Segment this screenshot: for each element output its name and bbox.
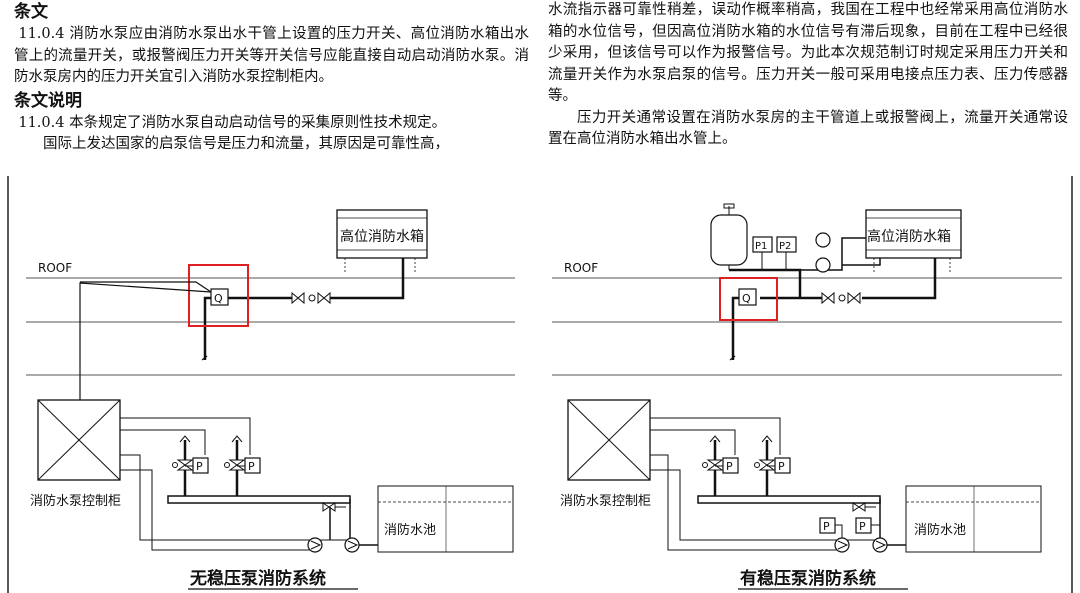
high-water-tank-right xyxy=(865,209,962,272)
check-valve-symbol xyxy=(291,291,331,305)
clause-heading: 条文 xyxy=(14,2,48,22)
pressure-tank-vessel xyxy=(710,203,748,270)
cabinet-label-right: 消防水泵控制柜 xyxy=(560,493,651,509)
fire-pool-right xyxy=(905,485,1042,553)
pressure-label-right-1: P xyxy=(726,460,733,473)
cabinet-label-left: 消防水泵控制柜 xyxy=(30,493,121,509)
flow-switch-highlight xyxy=(188,264,249,327)
pressure-label-right-3: P xyxy=(823,520,830,533)
left-text-column: 条文 11.0.4 消防水泵应由消防水泵出水干管上设置的压力开关、高位消防水箱出… xyxy=(14,0,529,156)
pump-control-cabinet-right xyxy=(567,399,651,481)
tank-label-right: 高位消防水箱 xyxy=(867,228,951,245)
pool-label-left: 消防水池 xyxy=(384,522,436,538)
flow-switch-label-right: Q xyxy=(742,292,751,305)
explanation-line-1: 11.0.4 本条规定了消防水泵自动启动信号的采集原则性技术规定。 xyxy=(18,114,447,131)
right-paragraph-1: 水流指示器可靠性稍差，误动作概率稍高，我国在工程中也经常采用高位消防水箱的水位信… xyxy=(548,2,1068,104)
diagram-no-jockey-pump xyxy=(26,209,515,553)
fire-pool xyxy=(377,485,514,553)
pool-label-right: 消防水池 xyxy=(914,522,966,538)
riser-2-right xyxy=(754,435,791,497)
system-diagrams-figure: ROOF 高位消防水箱 Q P P 消防水泵控制柜 消防水池 无稳压泵消防系统 xyxy=(7,176,1073,593)
pump-control-cabinet xyxy=(37,399,121,481)
tank-label-left: 高位消防水箱 xyxy=(340,228,424,245)
riser-1 xyxy=(172,435,209,497)
p2-label: P2 xyxy=(779,241,791,252)
p1-label: P1 xyxy=(755,241,767,252)
riser-1-right xyxy=(702,435,739,497)
pressure-label-left-2: P xyxy=(248,460,255,473)
caption-right: 有稳压泵消防系统 xyxy=(740,568,876,589)
riser-2 xyxy=(224,435,261,497)
explanation-heading: 条文说明 xyxy=(14,90,82,111)
explanation-line-2: 国际上发达国家的启泵信号是压力和流量，其原因是可靠性高， xyxy=(43,136,449,152)
roof-label-left: ROOF xyxy=(38,261,72,275)
caption-left: 无稳压泵消防系统 xyxy=(189,568,326,589)
diagram-with-jockey-pump xyxy=(552,203,1062,553)
jockey-pump-2 xyxy=(815,257,831,273)
clause-paragraph: 11.0.4 消防水泵应由消防水泵出水干管上设置的压力开关、高位消防水箱出水管上… xyxy=(14,26,529,85)
jockey-pump-1 xyxy=(815,232,831,248)
high-water-tank xyxy=(336,209,428,272)
right-text-column: 水流指示器可靠性稍差，误动作概率稍高，我国在工程中也经常采用高位消防水箱的水位信… xyxy=(548,0,1068,151)
pressure-label-right-2: P xyxy=(778,460,785,473)
pressure-label-left-1: P xyxy=(196,460,203,473)
right-paragraph-2: 压力开关通常设置在消防水泵房的主干管道上或报警阀上，流量开关通常设置在高位消防水… xyxy=(548,109,1068,148)
pressure-label-right-4: P xyxy=(859,520,866,533)
flow-switch-label-left: Q xyxy=(214,292,223,305)
roof-label-right: ROOF xyxy=(564,261,598,275)
flow-switch-highlight-right xyxy=(719,277,778,321)
